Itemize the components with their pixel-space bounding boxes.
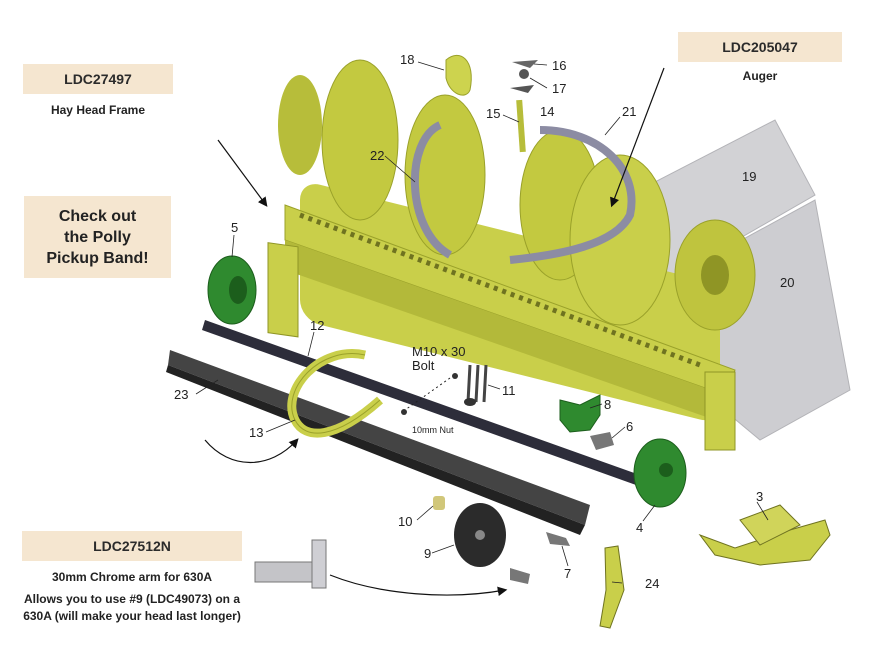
callout-line1: Check out [58, 207, 137, 225]
callout-line2: the Polly [64, 228, 131, 246]
angle-bar-23 [166, 350, 590, 535]
cover-plate-18 [445, 54, 472, 96]
bolt-label-line2: Bolt [412, 358, 435, 373]
part-number-22: 22 [370, 148, 384, 163]
part-number-24: 24 [645, 576, 659, 591]
nut-label: 10mm Nut [412, 425, 454, 435]
part-number-4: 4 [636, 520, 643, 535]
washer-17 [519, 69, 529, 79]
part-number-19: 19 [742, 169, 756, 184]
part-number-14: 14 [540, 104, 554, 119]
part-number-7: 7 [564, 566, 571, 581]
polly-pickup-callout[interactable]: Check out the Polly Pickup Band! [24, 196, 171, 278]
part-number-5: 5 [231, 220, 238, 235]
part-number-8: 8 [604, 397, 611, 412]
part-number-21: 21 [622, 104, 636, 119]
part-number-15: 15 [486, 106, 500, 121]
auger-code-label: LDC205047 [678, 32, 842, 62]
strip-12 [202, 320, 640, 485]
auger-finger-15 [516, 99, 526, 153]
part-number-20: 20 [780, 275, 794, 290]
bracket-7 [510, 532, 570, 584]
pin-10 [433, 496, 445, 510]
part-number-13: 13 [249, 425, 263, 440]
roller-9 [454, 503, 506, 567]
part-number-11: 11 [502, 383, 516, 398]
part-number-9: 9 [424, 546, 431, 561]
part-number-12: 12 [310, 318, 324, 333]
callout-line3: Pickup Band! [46, 249, 149, 267]
part-number-16: 16 [552, 58, 566, 73]
part-number-18: 18 [400, 52, 414, 67]
green-hub-5 [207, 255, 257, 325]
spring-clip-11 [464, 364, 488, 406]
auger-band-22 [411, 121, 453, 259]
chrome-arm [254, 539, 327, 589]
frame-code-label: LDC27497 [23, 64, 173, 94]
green-hub-4 [633, 438, 687, 508]
part-number-10: 10 [398, 514, 412, 529]
finger-guide-14 [510, 85, 534, 93]
bracket-6 [590, 432, 614, 450]
green-spider-8 [559, 394, 601, 433]
arm-24 [599, 545, 625, 629]
auger-name-caption: Auger [742, 69, 778, 83]
part-number-3: 3 [756, 489, 763, 504]
bushing-16 [512, 60, 538, 68]
arm-caption-line1: 30mm Chrome arm for 630A [51, 570, 213, 584]
frame-name-caption: Hay Head Frame [50, 103, 146, 117]
part-leaders [195, 61, 769, 584]
leader-lines [204, 67, 665, 597]
skid-shoe-3 [698, 504, 831, 566]
bolt-label-line1: M10 x 30 [412, 344, 465, 359]
part-number-17: 17 [552, 81, 566, 96]
auger-band-21 [509, 126, 636, 264]
arm-caption-line2: Allows you to use #9 (LDC49073) on a [23, 592, 241, 606]
arm-caption-line3: 630A (will make your head last longer) [23, 609, 241, 623]
bolt-line [401, 373, 458, 415]
part-number-23: 23 [174, 387, 188, 402]
hay-head-frame [267, 204, 736, 451]
part-number-6: 6 [626, 419, 633, 434]
arm-code-label: LDC27512N [22, 531, 242, 561]
